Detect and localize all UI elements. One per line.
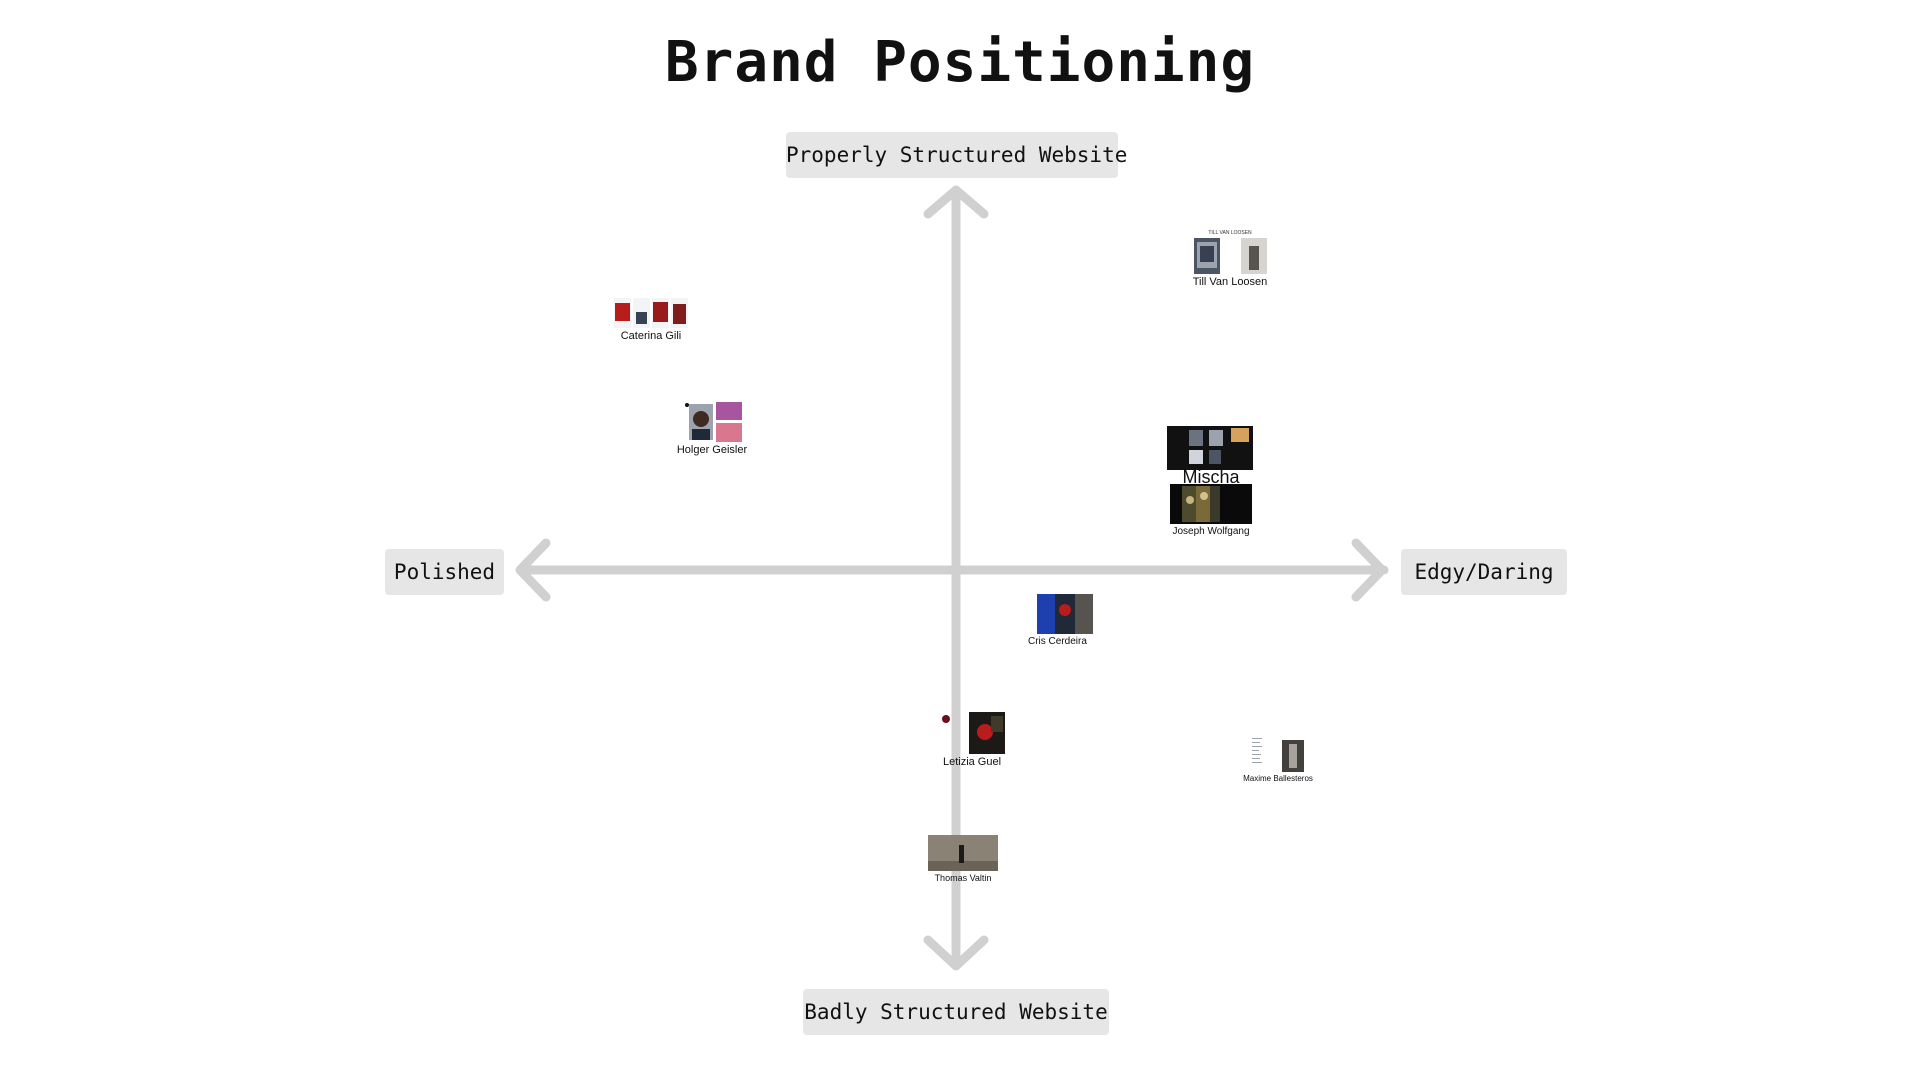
brand-joseph-wolfgang[interactable]: Joseph Wolfgang <box>1166 484 1256 537</box>
brand-mischa[interactable]: Mischa <box>1167 426 1255 488</box>
website-thumbnail <box>1252 736 1262 772</box>
brand-name: Till Van Loosen <box>1182 276 1278 288</box>
brand-name: Thomas Valtin <box>927 873 999 883</box>
brand-holger-geisler[interactable]: Holger Geisler <box>668 402 756 456</box>
brand-header-text: TILL VAN LOOSEN <box>1182 230 1278 236</box>
brand-till-van-loosen[interactable]: TILL VAN LOOSEN Till Van Loosen <box>1182 230 1278 288</box>
website-thumbnail <box>940 712 952 726</box>
axis-label-top: Properly Structured Website <box>786 132 1118 178</box>
website-thumbnail <box>716 402 742 442</box>
website-thumbnail <box>671 298 688 328</box>
website-thumbnail <box>1167 426 1253 470</box>
website-thumbnail <box>1282 740 1304 772</box>
website-thumbnail <box>928 835 998 871</box>
brand-name: Cris Cerdeira <box>1028 636 1118 647</box>
brand-name: Letizia Guel <box>934 756 1010 768</box>
website-thumbnail <box>969 712 1005 754</box>
brand-name: Caterina Gili <box>612 330 690 342</box>
brand-name: Holger Geisler <box>668 444 756 456</box>
website-thumbnail <box>683 402 713 440</box>
website-thumbnail <box>614 298 631 328</box>
website-thumbnail <box>633 298 650 328</box>
brand-name: Joseph Wolfgang <box>1166 526 1256 537</box>
brand-caterina-gili[interactable]: Caterina Gili <box>612 298 690 342</box>
axis-label-bottom: Badly Structured Website <box>803 989 1109 1035</box>
website-thumbnail <box>1241 238 1267 274</box>
brand-cris-cerdeira[interactable]: Cris Cerdeira <box>1028 594 1118 647</box>
website-thumbnail <box>652 298 669 328</box>
brand-thomas-valtin[interactable]: Thomas Valtin <box>927 835 999 883</box>
axis-label-right: Edgy/Daring <box>1401 549 1567 595</box>
brand-maxime-ballesteros[interactable]: Maxime Ballesteros <box>1238 736 1318 783</box>
brand-letizia-guel[interactable]: Letizia Guel <box>934 712 1010 768</box>
website-thumbnail <box>1170 484 1252 524</box>
website-thumbnail <box>1037 594 1093 634</box>
website-thumbnail <box>1194 238 1220 274</box>
brand-name: Maxime Ballesteros <box>1238 774 1318 783</box>
axis-label-left: Polished <box>385 549 504 595</box>
